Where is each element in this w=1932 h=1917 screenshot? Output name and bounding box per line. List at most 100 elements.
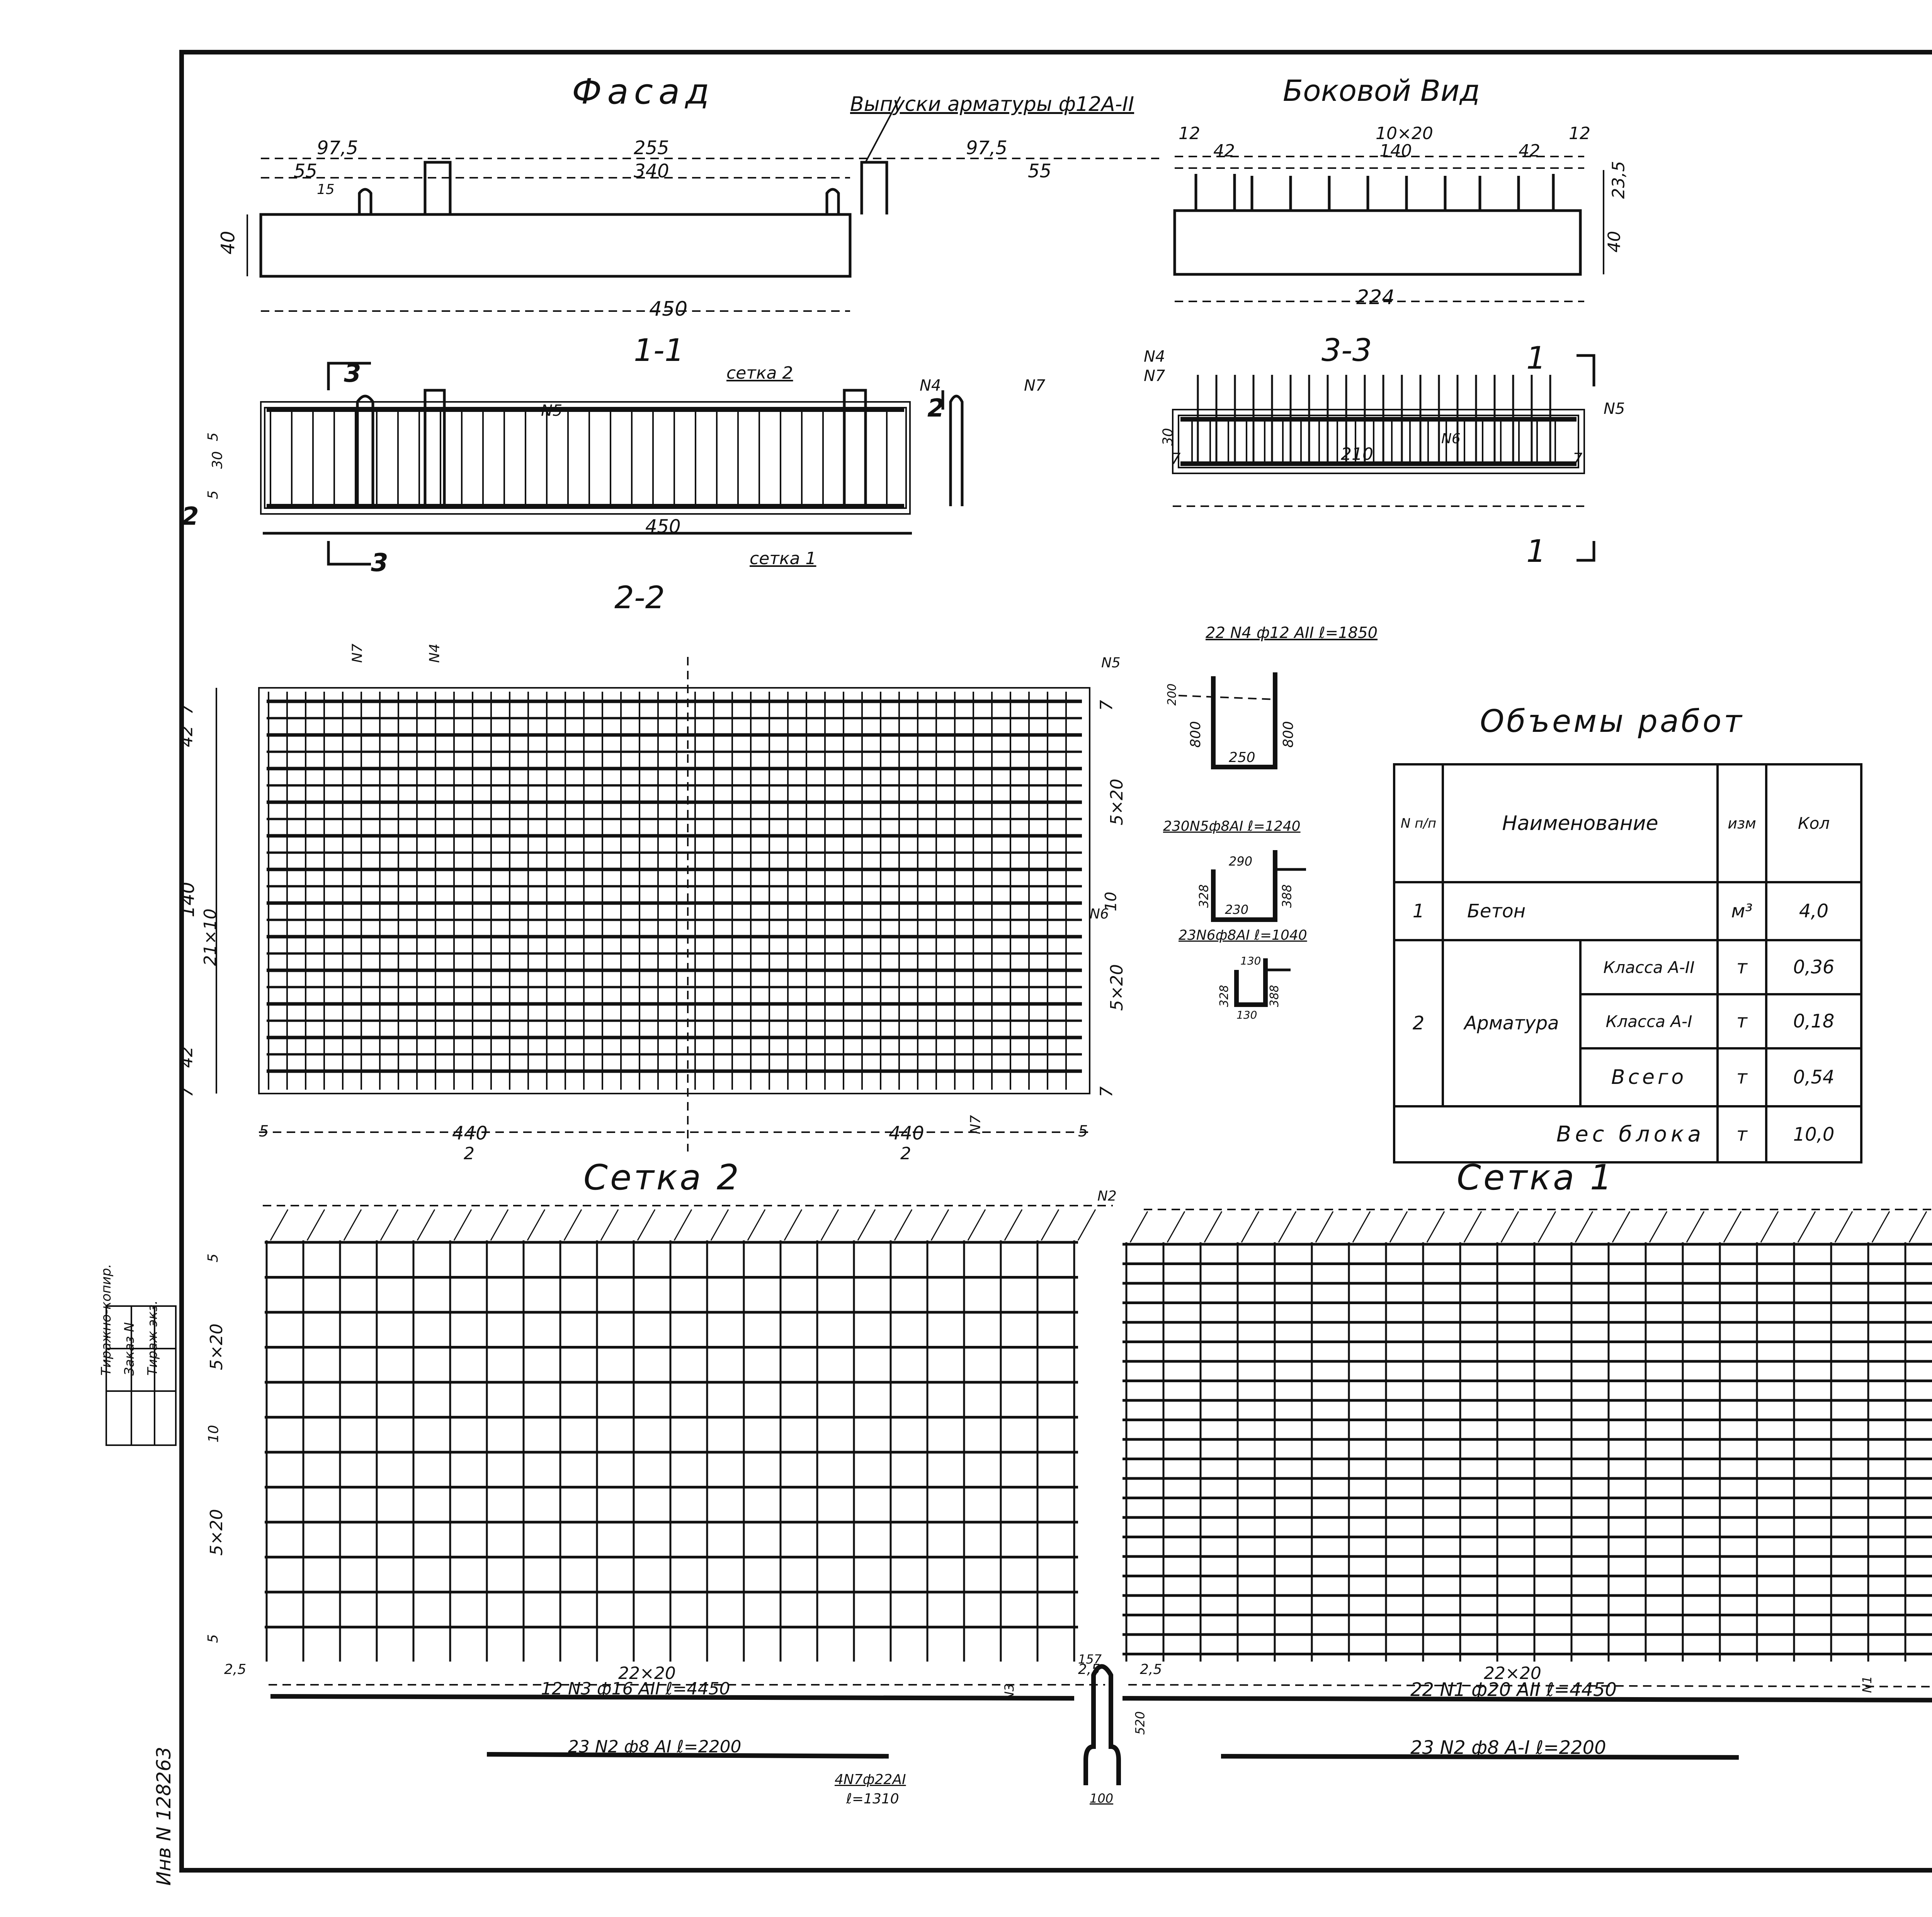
volumes-row: Всего т 0,54 — [1394, 1047, 1862, 1107]
section-3-3-n7: N7 — [1144, 367, 1165, 385]
volumes-footer-label: Вес блока — [1393, 1105, 1719, 1163]
mesh-2-dim-left-5-bottom: 5 — [205, 1634, 221, 1643]
section-1-1-title: 1-1 — [634, 332, 684, 368]
section-3-3-dim-left: 30 — [1160, 428, 1176, 446]
bar6-dim-130-bottom: 130 — [1236, 1009, 1257, 1021]
cut-mark-2-left: 2 — [182, 502, 199, 531]
side-stamp-lines — [105, 1305, 177, 1446]
facade-dim-length: 450 — [649, 298, 688, 321]
facade-title: Фасад — [572, 71, 715, 112]
cut-mark-2-right: 2 — [927, 394, 945, 423]
mesh-2-dim-bottom: 22×20 — [618, 1664, 676, 1683]
mesh-1-view — [1122, 1209, 1932, 1760]
volumes-cell-sub: Класса А-II — [1579, 939, 1719, 995]
cut-mark-1-bottom: 1 — [1526, 533, 1546, 569]
mesh-2-dim-left-5x20-bottom: 5×20 — [206, 1509, 226, 1556]
label-n7: N7 — [1024, 377, 1046, 395]
facade-dim-small: 15 — [317, 182, 335, 197]
volumes-table-title: Объемы работ — [1480, 703, 1744, 739]
side-dim-top-mid: 10×20 — [1376, 124, 1433, 143]
volumes-header-row: N п/п Наименование изм Кол — [1393, 763, 1862, 883]
facade-dim-top-left: 97,5 — [317, 137, 358, 159]
section-3-3-dim-bottom-right: 7 — [1573, 450, 1583, 468]
mesh-2-n3: N3 — [1002, 1683, 1017, 1701]
facade-dim-mid-right: 55 — [1028, 160, 1052, 182]
facade-dim-height: 40 — [217, 231, 239, 255]
mesh-1-title: Сетка 1 — [1457, 1157, 1615, 1198]
mesh-1-dim-bottom: 22×20 — [1484, 1664, 1541, 1683]
section-1-1-view — [260, 401, 911, 515]
volumes-header-name: Наименование — [1442, 763, 1719, 883]
volumes-cell-sub: Всего — [1579, 1047, 1719, 1107]
label-mesh-2: сетка 2 — [726, 363, 793, 383]
label-n4: N4 — [920, 377, 941, 395]
section-3-3-title: 3-3 — [1321, 332, 1372, 368]
section-1-1-dim-length: 450 — [645, 516, 681, 538]
bar6-dim-130-top: 130 — [1240, 954, 1261, 967]
volumes-row: 1 Бетон м³ 4,0 — [1393, 881, 1862, 941]
bar5-dim-230: 230 — [1225, 902, 1249, 917]
bar7-dim-157: 157 — [1078, 1652, 1102, 1667]
volumes-table: N п/п Наименование изм Кол 1 Бетон м³ 4,… — [1393, 763, 1862, 1163]
side-stamp-row-2: Заказ N — [122, 1322, 137, 1376]
volumes-cell-name: Бетон — [1442, 881, 1719, 941]
mesh-1-dim-bottom-left: 2,5 — [1140, 1662, 1162, 1677]
mesh-2-dim-left-5: 5 — [205, 1254, 221, 1262]
section-3-3-n5: N5 — [1604, 400, 1625, 418]
side-dim-right: 40 — [1604, 231, 1624, 253]
section-1-1-cage — [263, 362, 964, 566]
plan-2-2-view — [216, 657, 1090, 1152]
volumes-footer-row: Вес блока т 10,0 — [1393, 1105, 1862, 1163]
bar4-dim-800-right: 800 — [1280, 721, 1296, 748]
section-3-3-n4: N4 — [1144, 348, 1165, 366]
volumes-footer-qty: 10,0 — [1765, 1105, 1862, 1163]
facade-dim-top-mid: 255 — [634, 137, 669, 159]
volumes-cell-name: Арматура — [1442, 939, 1582, 1107]
mesh-2-dim-left-10: 10 — [206, 1425, 222, 1443]
side-dim-length: 224 — [1356, 286, 1395, 309]
volumes-cell-unit: м³ — [1716, 881, 1767, 941]
bar7-label: 4N7ф22АI — [835, 1772, 906, 1788]
volumes-cell-no: 1 — [1393, 881, 1444, 941]
side-view — [1173, 156, 1604, 302]
side-stamp-row-3: Тираж экз. — [145, 1300, 160, 1376]
label-mesh-1: сетка 1 — [750, 549, 816, 568]
plan-n7-bottom: N7 — [968, 1115, 984, 1135]
volumes-cell-qty: 0,54 — [1765, 1047, 1862, 1107]
mesh-2-view — [263, 1205, 1113, 1759]
facade-callout: Выпуски арматуры ф12А-II — [850, 93, 1134, 116]
plan-dim-bottom-5-right: 5 — [1078, 1123, 1088, 1140]
plan-dim-left-42: 42 — [177, 725, 197, 747]
plan-dim-right-5x20-bottom: 5×20 — [1107, 964, 1127, 1011]
section-1-1-dim-left-bottom: 5 — [205, 490, 221, 499]
mesh-1-bar-main: 22 N1 ф20 АII ℓ=4450 — [1410, 1679, 1617, 1701]
volumes-header-unit: изм — [1716, 763, 1767, 883]
bar7-length: ℓ=1310 — [846, 1791, 899, 1807]
plan-dim-right-5x20: 5×20 — [1107, 779, 1127, 825]
facade-view — [247, 96, 1159, 312]
side-dim-mid-right: 42 — [1519, 141, 1540, 161]
volumes-cell-sub: Класса А-I — [1579, 993, 1719, 1050]
volumes-row: 2 Арматура Класса А-II т 0,36 — [1393, 939, 1862, 1107]
bar7-dim-520: 520 — [1133, 1711, 1148, 1735]
section-3-3-view — [1172, 354, 1595, 562]
plan-dim-bottom-5: 5 — [259, 1123, 269, 1140]
volumes-cell-no: 2 — [1393, 939, 1444, 1107]
plan-dim-right-7-bottom: 7 — [1097, 1086, 1117, 1097]
bar6-dim-328: 328 — [1218, 985, 1231, 1007]
mesh-2-dim-bottom-left: 2,5 — [224, 1662, 247, 1677]
mesh-2-dim-bottom-right: 2,5 — [1078, 1662, 1100, 1677]
mesh-2-title: Сетка 2 — [583, 1157, 742, 1198]
side-dim-top-left: 12 — [1179, 124, 1200, 143]
side-dim-mid: 140 — [1379, 141, 1412, 161]
bar5-label: 230N5ф8АI ℓ=1240 — [1163, 818, 1301, 834]
plan-dim-left-140: 140 — [177, 882, 199, 917]
plan-n6: N6 — [1090, 906, 1109, 922]
facade-dim-mid-left: 55 — [294, 160, 318, 182]
side-dim-top-right: 12 — [1569, 124, 1590, 143]
bar7-dim-100: 100 — [1090, 1791, 1114, 1806]
facade-dim-top-right: 97,5 — [966, 137, 1007, 159]
bar4-label: 22 N4 ф12 АII ℓ=1850 — [1206, 624, 1378, 642]
plan-n4-top: N4 — [427, 643, 443, 663]
plan-n7-top: N7 — [349, 643, 366, 663]
